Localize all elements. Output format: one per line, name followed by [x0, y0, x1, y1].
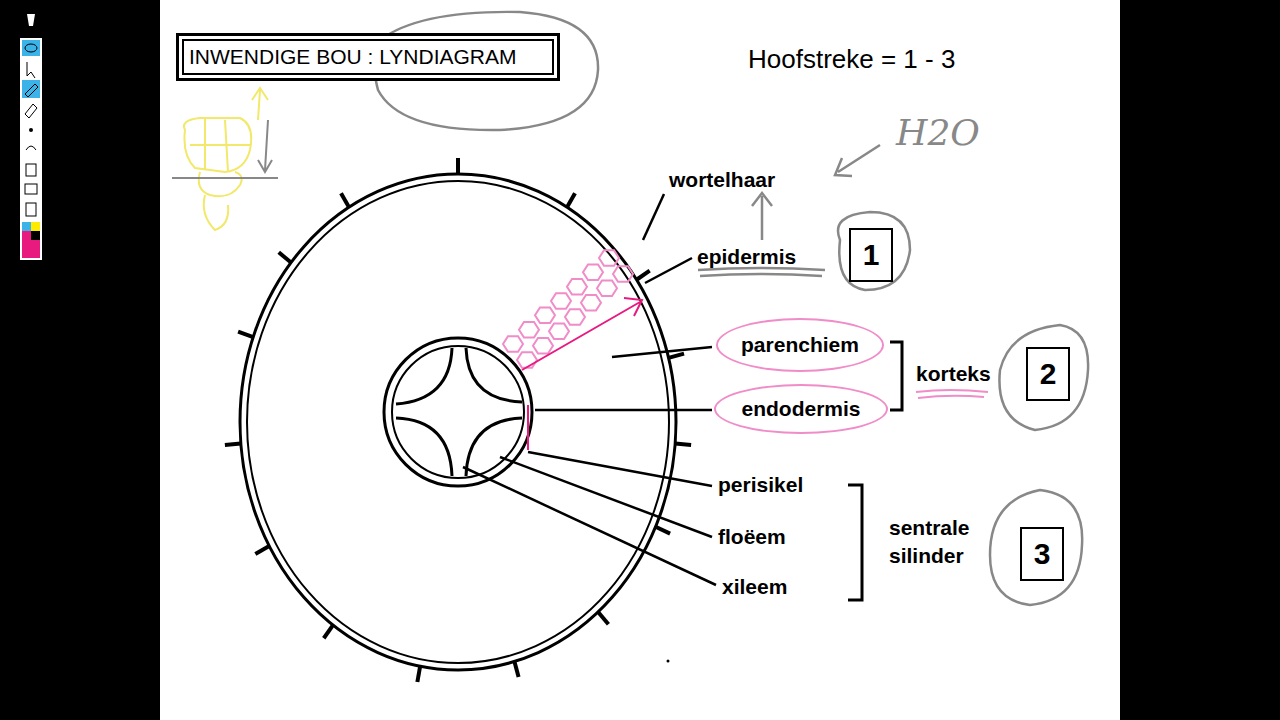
callout-box: 1: [849, 228, 894, 282]
part-label: epidermis: [697, 245, 796, 269]
leader-lines: [463, 194, 716, 585]
heading-note: Hoofstreke = 1 - 3: [748, 44, 955, 75]
yellow-scribble: [184, 88, 268, 230]
circled-label: endodermis: [714, 384, 888, 434]
toolbar: [20, 14, 42, 260]
callout-box: 3: [1020, 527, 1065, 581]
group-label: korteks: [916, 362, 991, 386]
handwritten-note: H2O: [896, 112, 980, 153]
node-text: 2: [1040, 357, 1057, 391]
node-text: endodermis: [741, 397, 860, 421]
group-label: sentrale silinder: [889, 514, 1007, 570]
part-label: floëem: [718, 525, 786, 549]
node-text: 3: [1034, 537, 1051, 571]
part-label: xileem: [722, 575, 787, 599]
part-label: perisikel: [718, 473, 803, 497]
callout-box: 2: [1026, 347, 1071, 401]
circled-label: parenchiem: [716, 318, 884, 372]
node-text: 1: [863, 238, 880, 272]
part-label: wortelhaar: [669, 168, 775, 192]
node-text: parenchiem: [741, 333, 859, 357]
title-box: INWENDIGE BOU : LYNDIAGRAM: [176, 33, 560, 81]
root-cross-section: [225, 158, 691, 682]
